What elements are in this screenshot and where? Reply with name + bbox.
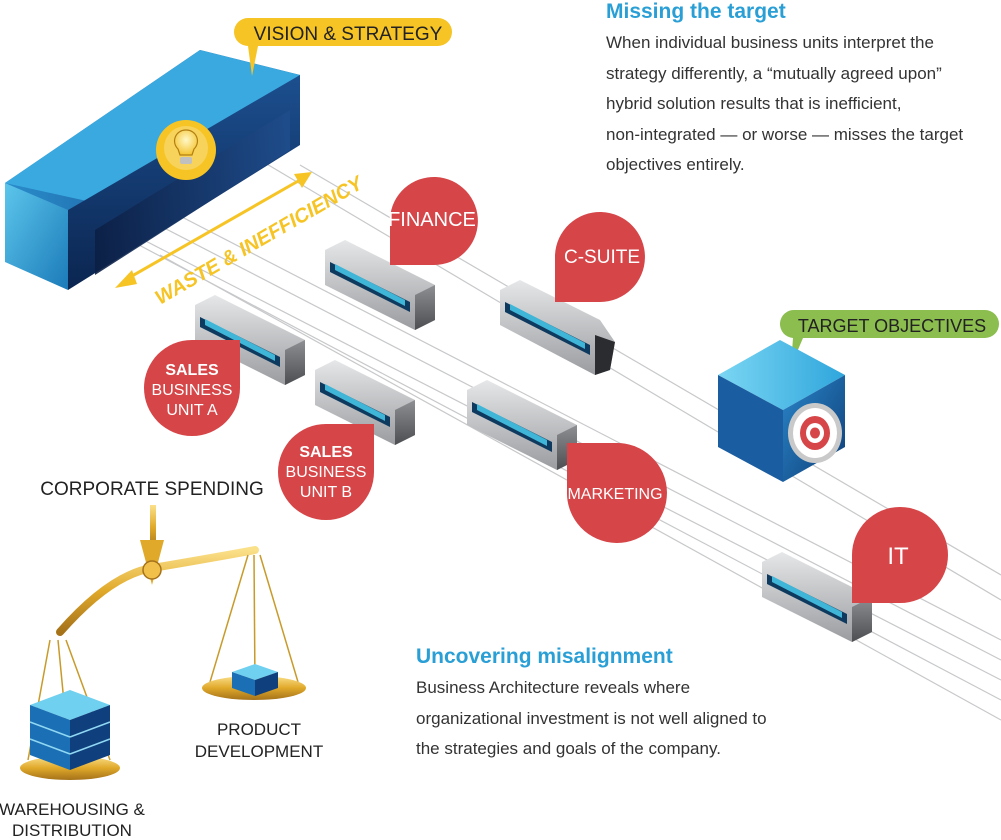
vision-callout-label: VISION & STRATEGY [254, 24, 443, 45]
warehousing-stack [29, 690, 111, 770]
bubble-finance: FINANCE [388, 177, 478, 265]
sales-b-line2: BUSINESS [286, 464, 367, 481]
sales-a-line2: BUSINESS [152, 382, 233, 399]
target-icon [788, 403, 842, 463]
missing-target-line: objectives entirely. [606, 155, 745, 174]
missing-target-heading: Missing the target [606, 0, 786, 23]
target-callout-label: TARGET OBJECTIVES [798, 316, 986, 336]
marketing-label: MARKETING [567, 486, 662, 503]
train-finance [325, 240, 435, 330]
uncovering-line: Business Architecture reveals where [416, 678, 691, 697]
target-callout: TARGET OBJECTIVES [779, 309, 999, 366]
missing-target-line: non-integrated — or worse — misses the t… [606, 124, 964, 144]
left-pan-line1: WAREHOUSING & [0, 800, 146, 819]
uncovering-line: the strategies and goals of the company. [416, 739, 721, 758]
bubble-sales-b: SALES BUSINESS UNIT B [278, 424, 374, 520]
bubble-marketing: MARKETING [566, 442, 667, 543]
uncovering-heading: Uncovering misalignment [416, 645, 673, 668]
scale-title: CORPORATE SPENDING [40, 479, 263, 500]
right-pan-line2: DEVELOPMENT [195, 742, 323, 761]
left-pan-line2: DISTRIBUTION [12, 821, 132, 840]
missing-target-line: When individual business units interpret… [606, 33, 934, 52]
vision-strategy-box [5, 50, 300, 290]
vision-callout: VISION & STRATEGY [234, 18, 452, 76]
lightbulb-icon [156, 120, 216, 180]
sales-a-line1: SALES [165, 362, 219, 379]
bubble-sales-a: SALES BUSINESS UNIT A [144, 340, 240, 436]
right-pan-line1: PRODUCT [217, 720, 301, 739]
csuite-label: C-SUITE [564, 247, 640, 268]
sales-a-line3: UNIT A [166, 402, 218, 419]
train-it [762, 552, 872, 642]
missing-target-body: When individual business units interpret… [606, 28, 963, 181]
it-label: IT [887, 543, 909, 570]
uncovering-body: Business Architecture reveals where orga… [416, 673, 767, 765]
product-cube [232, 664, 278, 696]
missing-target-line: strategy differently, a “mutually agreed… [606, 63, 942, 83]
finance-label: FINANCE [388, 209, 476, 231]
bubble-csuite: C-SUITE [555, 212, 645, 302]
bubble-it: IT [852, 507, 948, 603]
train-sales-b [315, 360, 415, 445]
uncovering-line: organizational investment is not well al… [416, 708, 767, 728]
sales-b-line1: SALES [299, 444, 353, 461]
scale-title-text: CORPORATE SPENDING [40, 479, 263, 500]
train-csuite [500, 280, 615, 375]
missing-target-line: hybrid solution results that is ineffici… [606, 94, 902, 113]
train-marketing [467, 380, 577, 470]
sales-b-line3: UNIT B [300, 484, 352, 501]
